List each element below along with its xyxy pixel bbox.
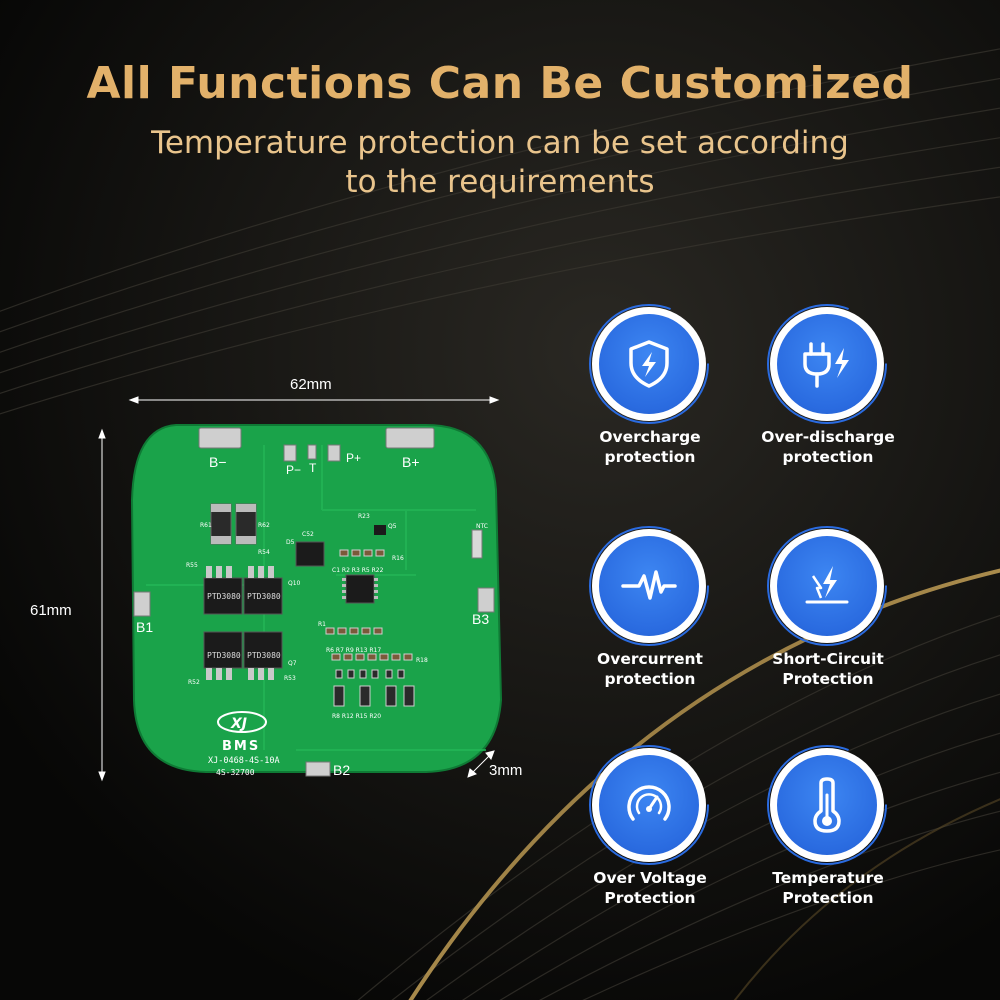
pulse-icon bbox=[621, 570, 677, 600]
gauge-icon bbox=[627, 785, 671, 821]
svg-text:Q10: Q10 bbox=[288, 580, 301, 587]
thermometer-icon bbox=[813, 777, 841, 833]
mosfet-label: PTD3080 bbox=[247, 592, 281, 601]
svg-text:R53: R53 bbox=[284, 675, 296, 682]
mosfet-label: PTD3080 bbox=[207, 651, 241, 660]
svg-text:R8 R12 R15 R20: R8 R12 R15 R20 bbox=[332, 713, 381, 720]
thickness-dimension-label: 3mm bbox=[489, 762, 523, 779]
svg-text:R23: R23 bbox=[358, 513, 370, 520]
label-b3: B3 bbox=[472, 611, 489, 627]
feature-circle bbox=[589, 745, 709, 865]
cell-type-text: 4S-32700 bbox=[216, 768, 255, 777]
feature-circle bbox=[767, 304, 887, 424]
feature-label: Overcharge protection bbox=[599, 428, 701, 466]
svg-text:R55: R55 bbox=[186, 562, 198, 569]
svg-text:NTC: NTC bbox=[476, 523, 488, 530]
feature-overcurrent: Overcurrent protection bbox=[555, 526, 745, 719]
svg-text:R16: R16 bbox=[392, 555, 404, 562]
bms-board-image: B− B+ P− T P+ B1 B2 B3 PTD3080 PTD3080 P… bbox=[98, 396, 503, 782]
svg-text:R52: R52 bbox=[188, 679, 200, 686]
label-b-plus: B+ bbox=[402, 454, 420, 470]
plug-lightning-icon bbox=[803, 342, 849, 388]
xj-logo bbox=[217, 711, 267, 733]
svg-text:C1 R2 R3 R5 R22: C1 R2 R3 R5 R22 bbox=[332, 567, 384, 574]
svg-text:R18: R18 bbox=[416, 657, 428, 664]
svg-text:D5: D5 bbox=[286, 539, 295, 546]
width-dimension-label: 62mm bbox=[290, 376, 332, 393]
label-b2: B2 bbox=[333, 762, 350, 778]
feature-over-voltage: Over Voltage Protection bbox=[555, 745, 745, 938]
brand-text: BMS bbox=[222, 739, 260, 754]
short-circuit-icon bbox=[805, 566, 849, 604]
logo-text: XJ bbox=[230, 716, 247, 732]
label-t: T bbox=[309, 461, 317, 475]
feature-label: Overcurrent protection bbox=[597, 650, 703, 688]
feature-circle bbox=[767, 745, 887, 865]
feature-overcharge: Overcharge protection bbox=[555, 304, 745, 497]
feature-circle bbox=[589, 304, 709, 424]
label-b-minus: B− bbox=[209, 454, 227, 470]
svg-text:R54: R54 bbox=[258, 549, 270, 556]
page-title: All Functions Can Be Customized bbox=[86, 58, 914, 109]
shield-lightning-icon bbox=[629, 340, 669, 388]
feature-label: Over Voltage Protection bbox=[593, 869, 707, 907]
svg-text:R6 R7 R9 R13 R17: R6 R7 R9 R13 R17 bbox=[326, 647, 381, 654]
label-p-minus: P− bbox=[286, 463, 301, 477]
svg-text:R62: R62 bbox=[258, 522, 270, 529]
pad-b-minus bbox=[198, 427, 242, 449]
svg-text:R61: R61 bbox=[200, 522, 212, 529]
feature-short-circuit: Short-Circuit Protection bbox=[733, 526, 923, 719]
svg-text:C52: C52 bbox=[302, 531, 314, 538]
mosfet-label: PTD3080 bbox=[247, 651, 281, 660]
feature-circle bbox=[767, 526, 887, 646]
label-b1: B1 bbox=[136, 619, 153, 635]
feature-label: Short-Circuit Protection bbox=[772, 650, 884, 688]
feature-circle bbox=[589, 526, 709, 646]
height-dimension-label: 61mm bbox=[30, 602, 72, 619]
page-subtitle: Temperature protection can be set accord… bbox=[151, 125, 849, 200]
label-p-plus: P+ bbox=[346, 451, 361, 465]
svg-text:Q7: Q7 bbox=[288, 660, 297, 667]
feature-label: Temperature Protection bbox=[772, 869, 884, 907]
svg-text:R1: R1 bbox=[318, 621, 326, 628]
svg-text:Q5: Q5 bbox=[388, 523, 397, 530]
feature-over-discharge: Over-discharge protection bbox=[733, 304, 923, 497]
feature-temperature: Temperature Protection bbox=[733, 745, 923, 938]
feature-label: Over-discharge protection bbox=[761, 428, 895, 466]
mosfet-label: PTD3080 bbox=[207, 592, 241, 601]
model-text: XJ-0468-4S-10A bbox=[208, 756, 280, 766]
pad-b-plus bbox=[385, 427, 435, 449]
